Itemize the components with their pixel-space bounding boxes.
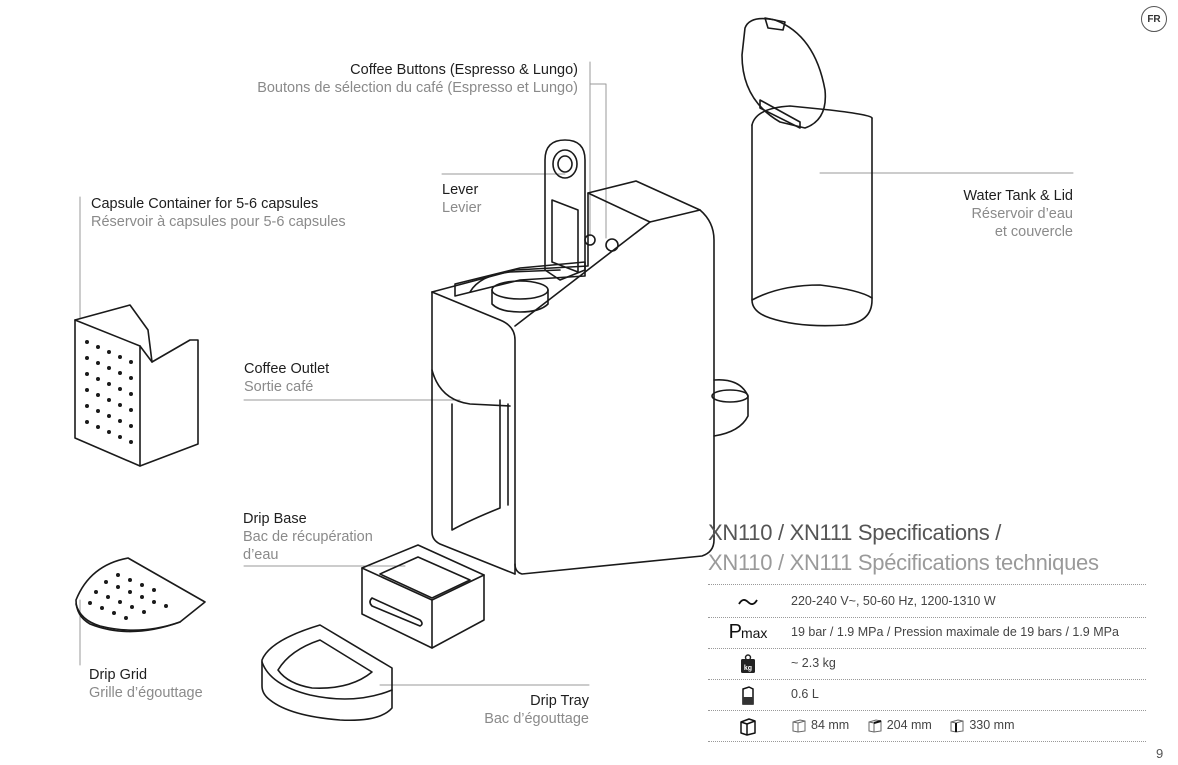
dimensions-icon [708,710,788,741]
drip-tray [261,624,393,722]
label-water-tank-en: Water Tank & Lid [963,188,1073,204]
spec-row-power: 220-240 V~, 50-60 Hz, 1200-1310 W [708,586,1146,618]
label-coffee-outlet-en: Coffee Outlet [244,361,330,377]
spec-row-weight: kg ~ 2.3 kg [708,648,1146,680]
spec-capacity-value: 0.6 L [791,687,819,701]
drip-grid [75,557,206,633]
label-water-tank: Water Tank & Lid Réservoir d’eau et couv… [900,187,1073,241]
spec-row-pressure: Pmax 19 bar / 1.9 MPa / Pression maximal… [708,617,1146,649]
pmax-icon: Pmax [708,617,788,648]
dim-height-value: 330 mm [969,718,1015,732]
depth-icon [868,719,882,733]
machine-body [431,180,749,575]
dim-width-value: 84 mm [811,718,850,732]
label-drip-grid-en: Drip Grid [89,667,148,683]
label-lever-fr: Levier [442,200,482,216]
spec-dimensions-values: 84 mm 204 mm 330 mm [791,717,1028,736]
label-coffee-buttons-en: Coffee Buttons (Espresso & Lungo) [350,62,578,78]
label-capsule-container-en: Capsule Container for 5-6 capsules [91,196,319,212]
leader-lines [79,61,1074,686]
label-drip-base: Drip Base Bac de récupération d’eau [243,510,373,564]
dim-depth-value: 204 mm [886,718,932,732]
width-icon [792,719,806,733]
spec-title-divider [708,584,1146,585]
label-coffee-outlet-fr: Sortie café [244,379,314,395]
label-drip-tray-en: Drip Tray [530,693,589,709]
pmax-sub: max [740,625,768,641]
label-drip-tray-fr: Bac d’égouttage [484,711,589,727]
label-drip-grid: Drip Grid Grille d’égouttage [89,666,203,702]
label-water-tank-fr2: et couvercle [994,224,1073,240]
spec-pressure-value: 19 bar / 1.9 MPa / Pression maximale de … [791,625,1119,639]
ac-current-icon [708,586,788,617]
label-coffee-outlet: Coffee Outlet Sortie café [244,360,329,396]
pmax-symbol: P [728,621,742,643]
water-tank [741,17,873,327]
label-drip-tray: Drip Tray Bac d’égouttage [420,692,589,728]
label-drip-base-en: Drip Base [243,511,307,527]
weight-icon-label: kg [744,665,752,672]
height-icon [950,719,964,733]
label-lever: Lever Levier [442,181,482,217]
label-coffee-buttons-fr: Boutons de sélection du café (Espresso e… [257,80,578,96]
label-drip-base-fr1: Bac de récupération [243,529,373,545]
label-lever-en: Lever [442,182,479,198]
spec-title-en: XN110 / XN111 Specifications / [708,520,1002,545]
dimension-height: 330 mm [949,717,1014,733]
language-badge: FR [1141,6,1167,32]
dimension-depth: 204 mm [867,717,932,733]
spec-row-dimensions: 84 mm 204 mm 330 mm [708,710,1146,742]
spec-title-fr: XN110 / XN111 Spécifications techniques [708,550,1099,575]
spec-power-value: 220-240 V~, 50-60 Hz, 1200-1310 W [791,594,996,608]
spec-weight-value: ~ 2.3 kg [791,656,836,670]
label-drip-grid-fr: Grille d’égouttage [89,685,203,701]
dimension-width: 84 mm [791,717,849,733]
weight-icon: kg [708,648,788,679]
lever [544,139,586,281]
page-number: 9 [1156,746,1164,761]
capsule-container [74,304,199,467]
water-tank-capacity-icon [708,679,788,710]
label-capsule-container-fr: Réservoir à capsules pour 5-6 capsules [91,214,346,230]
drip-base [361,544,485,649]
label-drip-base-fr2: d’eau [243,547,279,563]
label-coffee-buttons: Coffee Buttons (Espresso & Lungo) Bouton… [200,61,578,97]
label-capsule-container: Capsule Container for 5-6 capsules Réser… [91,195,346,231]
label-water-tank-fr1: Réservoir d’eau [971,206,1073,222]
spec-row-capacity: 0.6 L [708,679,1146,711]
